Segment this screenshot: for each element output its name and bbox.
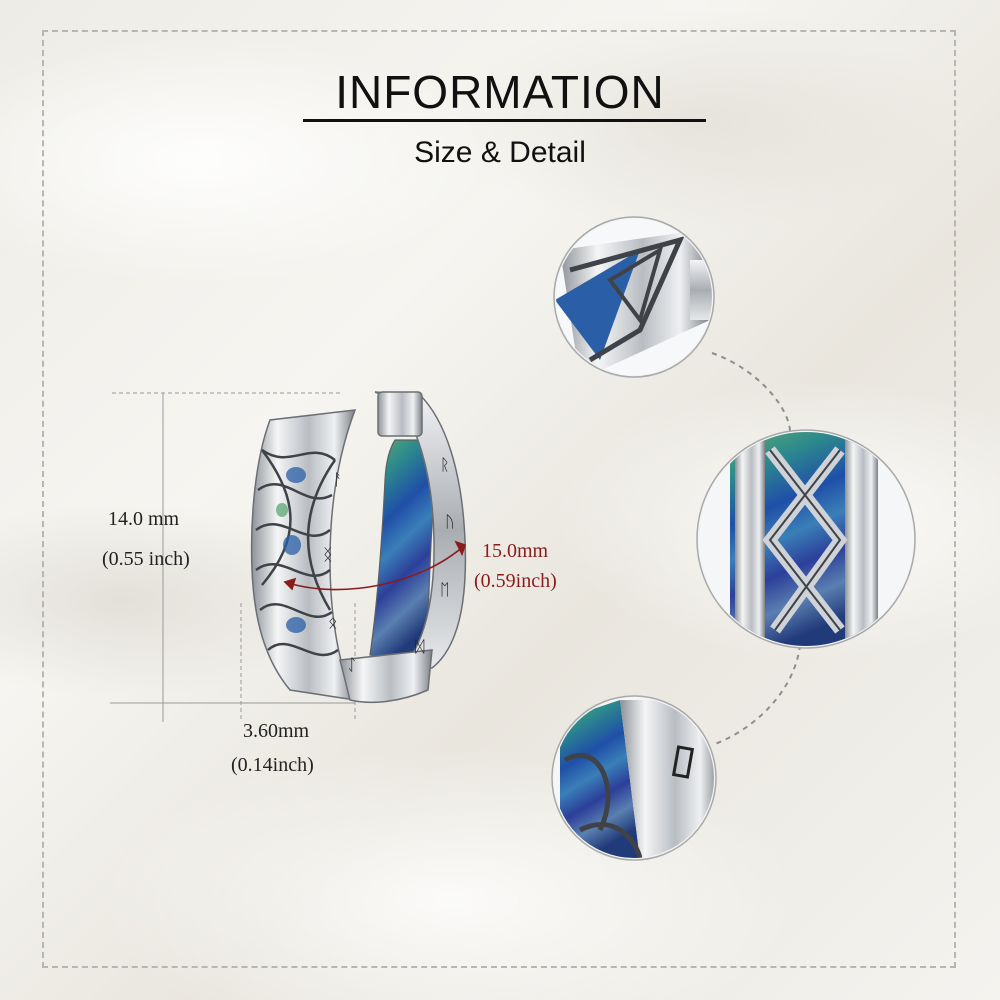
title-underline (303, 119, 706, 122)
diameter-inch-label: (0.59inch) (474, 570, 557, 592)
detail-circle-middle (696, 429, 916, 649)
dashed-frame (42, 30, 956, 968)
detail-connector-arc (711, 352, 801, 746)
diameter-arrow (283, 540, 467, 591)
detail-circle-top (553, 216, 715, 378)
height-inch-label: (0.55 inch) (102, 548, 190, 570)
detail-circle-bottom (551, 695, 717, 861)
earring-hoop: ᚱ ᚢ ᛖ ᛞ ᚨ ᛝ ᛟ ᛇ (250, 391, 467, 704)
svg-text:ᛝ: ᛝ (323, 545, 333, 564)
width-inch-label: (0.14inch) (231, 754, 314, 776)
svg-text:ᛞ: ᛞ (415, 637, 425, 656)
page-subtitle: Size & Detail (414, 136, 586, 169)
width-mm-label: 3.60mm (243, 720, 310, 742)
svg-text:ᚨ: ᚨ (333, 470, 343, 489)
height-dimension-lines (110, 392, 355, 722)
svg-text:ᚢ: ᚢ (445, 512, 455, 531)
page-title: INFORMATION (335, 66, 665, 118)
svg-text:ᛟ: ᛟ (328, 613, 338, 632)
svg-text:ᚱ: ᚱ (440, 455, 450, 474)
svg-text:ᛖ: ᛖ (440, 580, 450, 599)
svg-text:ᛇ: ᛇ (347, 655, 357, 674)
diameter-mm-label: 15.0mm (482, 540, 549, 562)
height-mm-label: 14.0 mm (108, 508, 180, 530)
